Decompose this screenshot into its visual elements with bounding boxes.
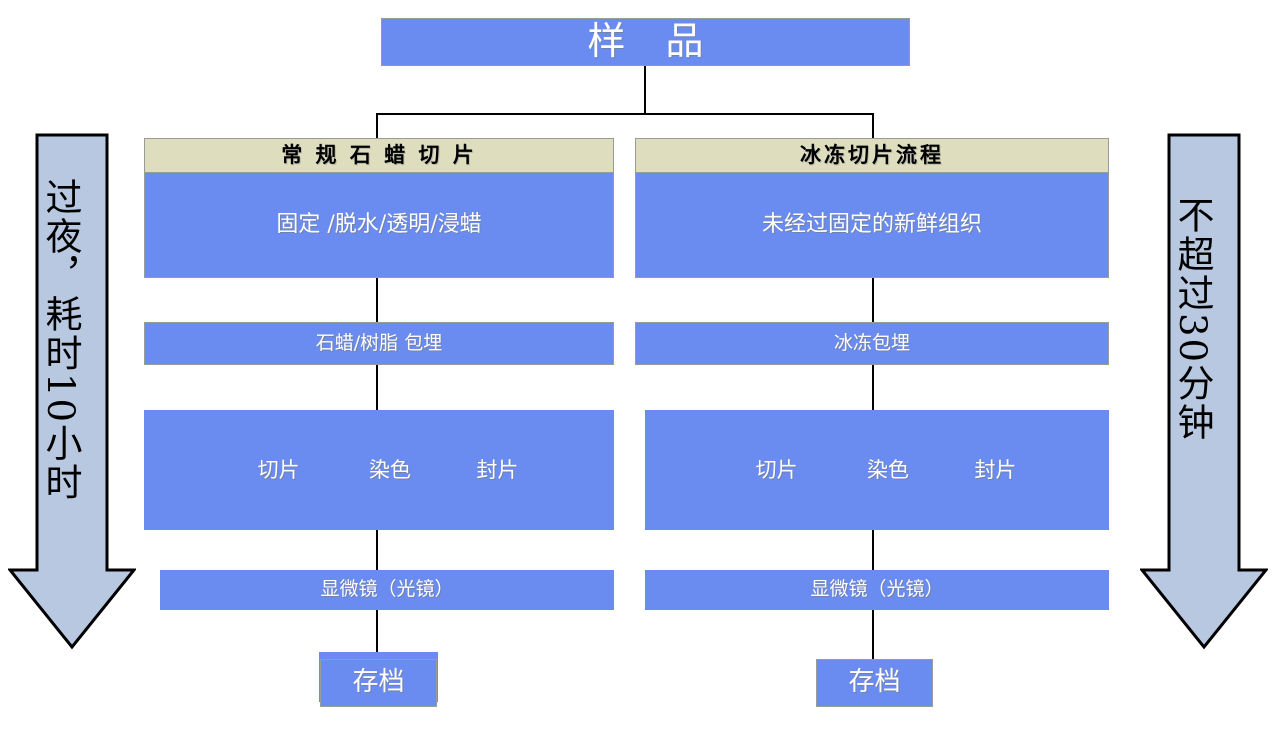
node-frozen-header: 冰冻切片流程 <box>635 138 1109 172</box>
node-paraffin-archive-label: 存档 <box>352 667 405 698</box>
node-paraffin-fixation-label: 固定 /脱水/透明/浸蜡 <box>276 212 482 238</box>
node-frozen-microscope: 显微镜（光镜） <box>645 570 1109 610</box>
node-frozen-microscope-label: 显微镜（光镜） <box>810 578 944 601</box>
node-paraffin-archive: 存档 <box>320 659 437 707</box>
node-paraffin-header: 常 规 石 蜡 切 片 <box>144 138 614 172</box>
connector-frozen-3 <box>872 530 874 570</box>
connector-paraffin-2 <box>376 365 378 410</box>
node-paraffin-processing: 切片 染色 封片 <box>144 410 614 530</box>
connector-to-left-header <box>376 113 378 138</box>
node-frozen-archive: 存档 <box>816 659 933 707</box>
connector-title-bar <box>376 113 874 115</box>
node-paraffin-microscope: 显微镜（光镜） <box>160 570 614 610</box>
connector-to-right-header <box>872 113 874 138</box>
node-frozen-header-label: 冰冻切片流程 <box>800 142 944 168</box>
node-frozen-processing-steps: 切片 染色 封片 <box>645 458 1109 482</box>
connector-frozen-2 <box>872 365 874 410</box>
node-sample-label: 样 品 <box>587 19 718 64</box>
node-paraffin-step-section: 切片 <box>257 457 300 482</box>
connector-paraffin-4 <box>376 610 378 655</box>
right-duration-arrow <box>1140 133 1268 650</box>
node-paraffin-microscope-label: 显微镜（光镜） <box>320 578 454 601</box>
node-paraffin-step-mount: 封片 <box>476 457 519 482</box>
connector-paraffin-3 <box>376 530 378 570</box>
node-frozen-fixation: 未经过固定的新鲜组织 <box>635 172 1109 278</box>
node-paraffin-embedding-label: 石蜡/树脂 包埋 <box>315 331 443 354</box>
node-sample: 样 品 <box>381 18 910 66</box>
node-frozen-step-section: 切片 <box>755 457 798 482</box>
node-frozen-step-mount: 封片 <box>974 457 1017 482</box>
left-duration-arrow <box>8 133 136 650</box>
node-frozen-embedding: 冰冻包埋 <box>635 322 1109 365</box>
node-paraffin-header-label: 常 规 石 蜡 切 片 <box>281 142 477 168</box>
left-duration-arrow-label: 过夜，耗时10小时 <box>39 178 82 503</box>
node-paraffin-fixation: 固定 /脱水/透明/浸蜡 <box>144 172 614 278</box>
connector-paraffin-1 <box>376 278 378 322</box>
node-frozen-fixation-label: 未经过固定的新鲜组织 <box>761 212 982 238</box>
node-paraffin-step-stain: 染色 <box>369 457 411 482</box>
connector-frozen-4 <box>872 610 874 659</box>
connector-title-stem <box>644 66 646 114</box>
node-frozen-archive-label: 存档 <box>848 667 901 698</box>
node-frozen-processing: 切片 染色 封片 <box>645 410 1109 530</box>
node-paraffin-embedding: 石蜡/树脂 包埋 <box>144 322 614 365</box>
right-duration-arrow-label: 不超过30分钟 <box>1171 196 1214 443</box>
node-frozen-step-stain: 染色 <box>867 457 909 482</box>
node-frozen-embedding-label: 冰冻包埋 <box>833 331 910 354</box>
connector-frozen-1 <box>872 278 874 322</box>
node-paraffin-processing-steps: 切片 染色 封片 <box>144 458 614 482</box>
